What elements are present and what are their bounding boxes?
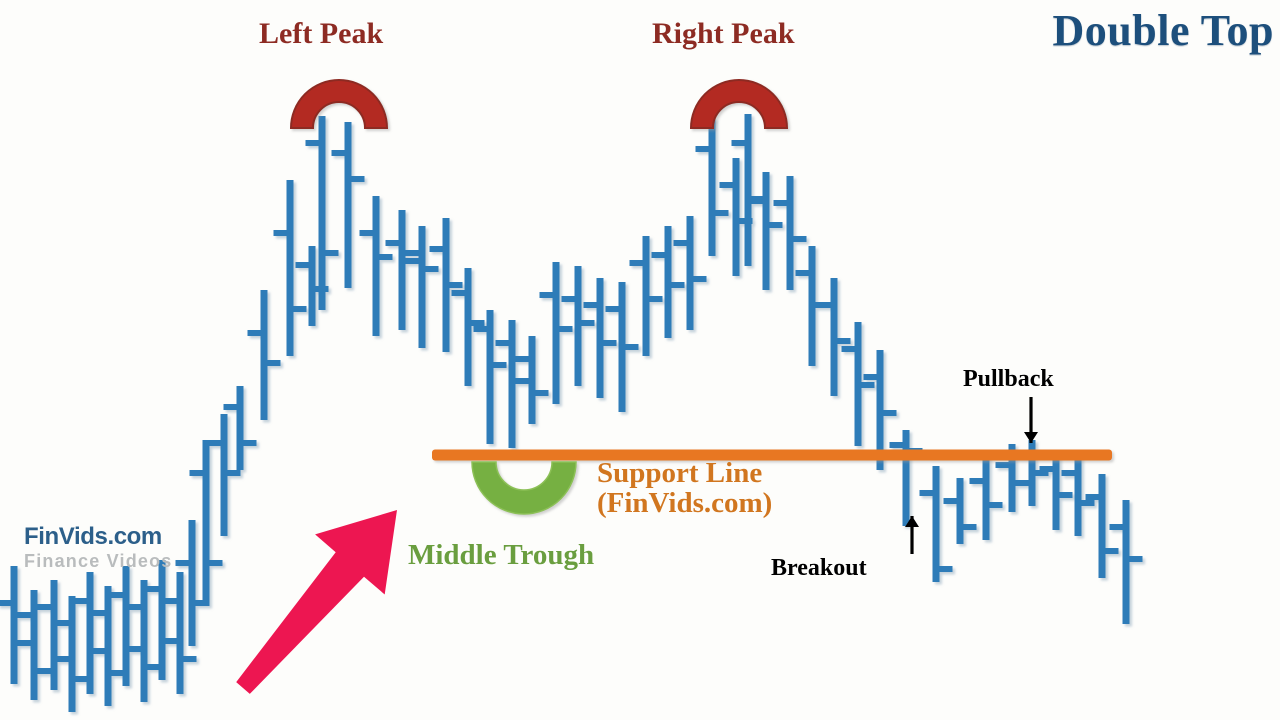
right-peak-arc xyxy=(689,79,789,129)
label-support-line-text: Support Line xyxy=(597,457,763,489)
label-breakout: Breakout xyxy=(771,555,867,581)
ohlc-bar xyxy=(515,336,549,424)
ohlc-bar xyxy=(359,196,393,336)
label-right-peak: Right Peak xyxy=(652,17,795,50)
ohlc-bar xyxy=(863,350,897,470)
left-peak-arc xyxy=(289,79,389,129)
ohlc-bar xyxy=(583,278,617,398)
trough-arc-marker xyxy=(471,461,577,515)
ohlc-bar xyxy=(629,236,663,356)
highlight-arrow xyxy=(236,510,397,694)
ohlc-bar xyxy=(1109,500,1143,624)
breakout-arrow-icon xyxy=(905,516,919,554)
label-pullback: Pullback xyxy=(963,366,1054,392)
ohlc-bar xyxy=(773,176,807,290)
ohlc-bar xyxy=(841,322,875,446)
peak-arc-markers xyxy=(289,79,789,129)
label-left-peak: Left Peak xyxy=(259,17,384,50)
ohlc-bar-series xyxy=(0,114,1143,712)
label-support-line: Support Line (FinVids.com) xyxy=(597,458,772,519)
ohlc-bar xyxy=(331,122,365,288)
ohlc-bar xyxy=(451,268,485,386)
ohlc-bar xyxy=(175,520,209,646)
middle-trough-arc xyxy=(471,461,577,515)
ohlc-bar xyxy=(247,290,281,420)
ohlc-bar xyxy=(223,386,257,470)
ohlc-bar xyxy=(429,218,463,352)
ohlc-bar xyxy=(919,466,953,582)
ohlc-bar xyxy=(749,172,783,290)
ohlc-bar xyxy=(91,586,125,706)
ohlc-bar xyxy=(385,210,419,330)
support-line xyxy=(432,449,1112,461)
ohlc-bar xyxy=(695,118,729,256)
ohlc-bar xyxy=(889,430,923,526)
highlight-arrow-shape xyxy=(236,510,397,694)
watermark: FinVids.com Finance Videos xyxy=(24,523,173,571)
label-support-line-source: (FinVids.com) xyxy=(597,487,773,520)
ohlc-bar xyxy=(943,478,977,544)
ohlc-bar xyxy=(109,566,143,686)
ohlc-bar xyxy=(651,226,685,338)
ohlc-bar xyxy=(163,572,197,694)
ohlc-bar xyxy=(55,596,89,712)
ohlc-bar xyxy=(673,216,707,330)
ohlc-bar xyxy=(995,444,1029,512)
ohlc-bar xyxy=(1039,450,1073,530)
ohlc-bar xyxy=(145,560,179,680)
ohlc-bar xyxy=(0,566,31,684)
ohlc-bar xyxy=(1061,452,1095,536)
ohlc-bar xyxy=(539,262,573,404)
ohlc-bar xyxy=(605,282,639,412)
annotation-arrows xyxy=(905,397,1038,554)
ohlc-bar xyxy=(37,580,71,690)
ohlc-bar xyxy=(207,414,241,536)
ohlc-bar xyxy=(817,278,851,396)
ohlc-bar xyxy=(405,226,439,348)
ohlc-bar xyxy=(305,116,339,310)
watermark-tagline: Finance Videos xyxy=(24,551,173,571)
ohlc-bar xyxy=(17,590,51,700)
ohlc-bar xyxy=(495,320,529,448)
label-middle-trough: Middle Trough xyxy=(408,539,595,571)
ohlc-bar xyxy=(127,580,161,702)
watermark-brand: FinVids.com xyxy=(24,523,162,550)
ohlc-bar xyxy=(969,452,1003,540)
pullback-arrow-icon xyxy=(1024,397,1038,443)
ohlc-bar xyxy=(1085,474,1119,578)
ohlc-bar xyxy=(189,440,223,606)
ohlc-bar xyxy=(273,180,307,356)
page-title: Double Top xyxy=(1052,6,1274,55)
ohlc-bar xyxy=(473,310,507,444)
ohlc-bar xyxy=(73,572,107,694)
ohlc-bar xyxy=(561,266,595,386)
